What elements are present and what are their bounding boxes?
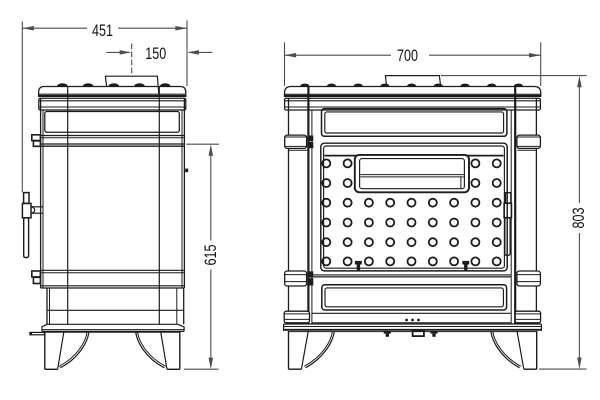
svg-text:451: 451 [92,21,113,40]
svg-text:700: 700 [397,46,418,65]
svg-text:615: 615 [201,245,220,266]
svg-text:150: 150 [145,44,166,63]
svg-text:803: 803 [569,208,588,229]
